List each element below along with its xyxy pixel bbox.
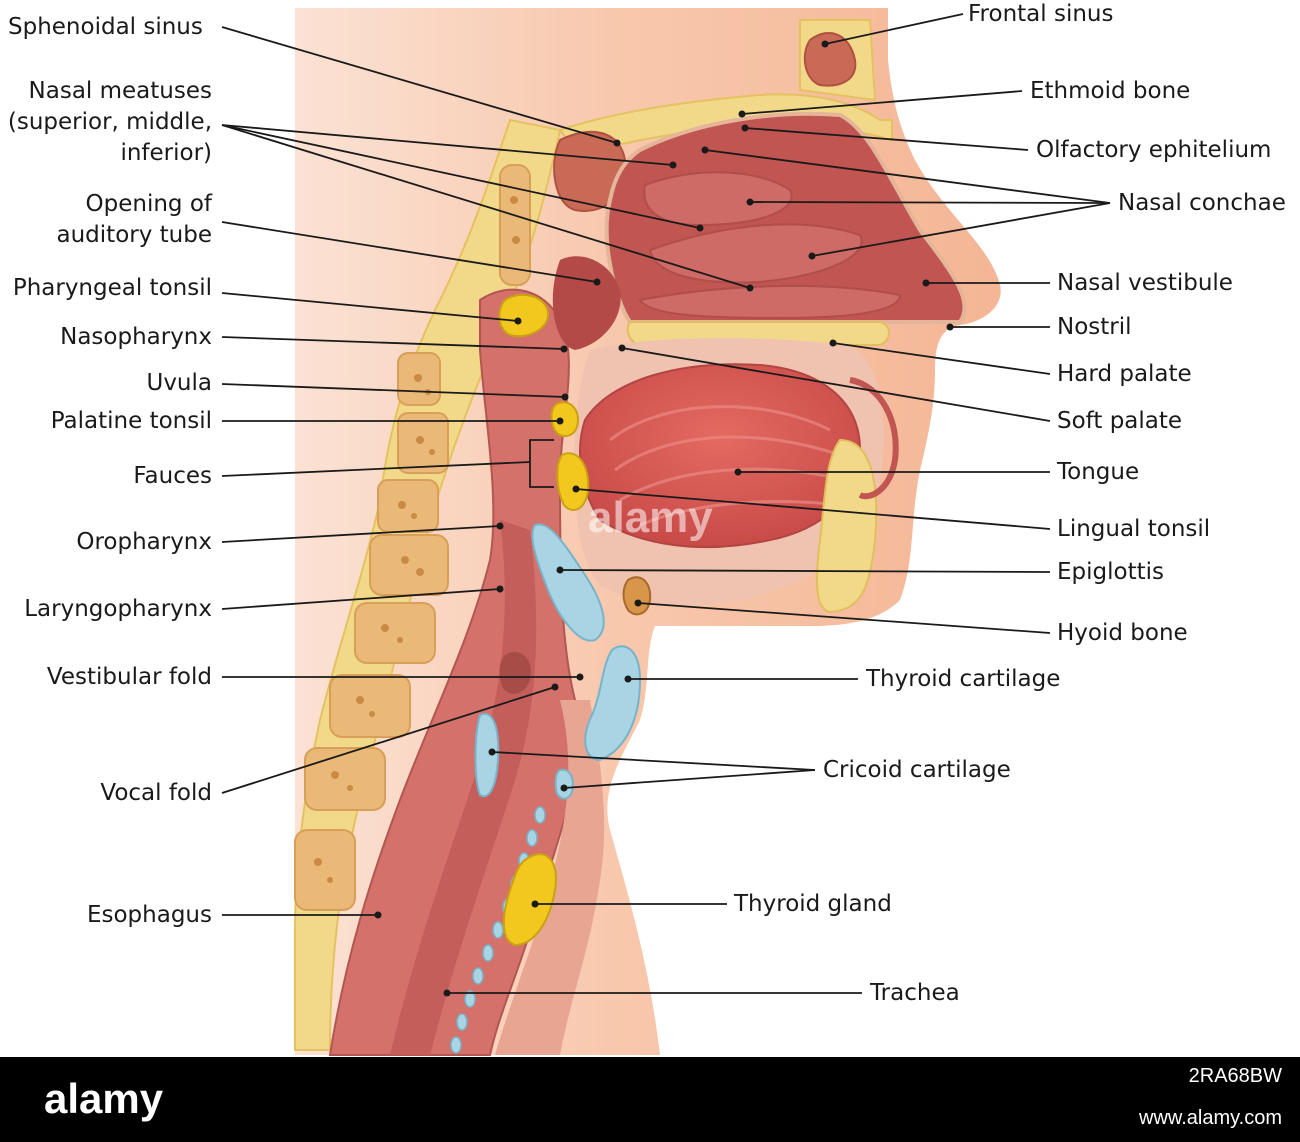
nasal-concha-middle — [648, 223, 863, 284]
label-opening-auditory-tube: Opening of auditory tube — [0, 189, 212, 251]
label-laryngopharynx: Laryngopharynx — [24, 596, 212, 622]
jaw-bone — [816, 438, 878, 614]
label-thyroid-cartilage: Thyroid cartilage — [866, 666, 1061, 692]
hyoid-shape — [622, 576, 652, 616]
label-olfactory-ephitelium: Olfactory ephitelium — [1036, 137, 1272, 163]
image-id: 2RA68BW — [1188, 1065, 1282, 1087]
label-nasal-conchae: Nasal conchae — [1118, 190, 1286, 216]
esophagus-inner — [390, 520, 537, 1055]
label-nasal-vestibule: Nasal vestibule — [1057, 270, 1233, 296]
label-epiglottis: Epiglottis — [1057, 559, 1164, 585]
label-lingual-tonsil: Lingual tonsil — [1057, 516, 1211, 542]
epiglottis-shape — [531, 523, 605, 642]
label-oropharynx: Oropharynx — [76, 529, 212, 555]
label-esophagus: Esophagus — [86, 902, 212, 928]
cricoid-cartilage-front — [554, 768, 574, 800]
stock-footer-bar: alamy 2RA68BW www.alamy.com — [0, 1057, 1300, 1142]
label-hard-palate: Hard palate — [1057, 361, 1192, 387]
label-nasal-meatuses-line3: inferior) — [120, 140, 212, 166]
svg-text:alamy: alamy — [588, 493, 713, 542]
label-vocal-fold: Vocal fold — [100, 780, 212, 806]
nasopharynx-shape — [552, 256, 621, 350]
head-neck-sagittal-section — [221, 8, 1111, 1056]
label-cricoid-cartilage: Cricoid cartilage — [823, 757, 1011, 783]
label-palatine-tonsil: Palatine tonsil — [50, 408, 212, 434]
vertebrae — [294, 164, 531, 911]
tongue-striations — [609, 405, 846, 527]
label-fauces: Fauces — [133, 463, 212, 489]
lower-lip — [849, 377, 899, 500]
label-uvula: Uvula — [146, 370, 212, 396]
label-opening-auditory-tube-line2: auditory tube — [56, 222, 212, 248]
alamy-logo: alamy — [44, 1075, 164, 1122]
label-hyoid-bone: Hyoid bone — [1057, 620, 1188, 646]
svg-text:alamy: alamy — [44, 1075, 164, 1122]
trachea-tube — [495, 700, 605, 1055]
label-nostril: Nostril — [1057, 314, 1132, 340]
label-nasopharynx: Nasopharynx — [60, 324, 212, 350]
label-nasal-meatuses-line2: (superior, middle, — [7, 109, 212, 135]
bone-pores — [314, 196, 520, 883]
label-nasal-meatuses: Nasal meatuses (superior, middle, inferi… — [0, 76, 212, 169]
label-opening-auditory-tube-line1: Opening of — [85, 191, 212, 217]
label-sphenoidal-sinus: Sphenoidal sinus — [8, 14, 203, 40]
label-tongue: Tongue — [1057, 459, 1140, 485]
frontal-sinus-shape — [803, 31, 857, 87]
label-pharyngeal-tonsil: Pharyngeal tonsil — [12, 275, 212, 301]
leader-dots — [374, 40, 954, 997]
alamy-watermark-logo: alamy — [588, 493, 713, 542]
label-nasal-meatuses-line1: Nasal meatuses — [28, 78, 212, 104]
label-soft-palate: Soft palate — [1057, 408, 1183, 434]
nasal-concha-superior — [643, 171, 793, 227]
label-trachea: Trachea — [870, 980, 960, 1006]
vestibular-fold-shape — [499, 651, 531, 694]
palatine-tonsil-shape — [550, 401, 580, 438]
label-frontal-sinus: Frontal sinus — [968, 1, 1114, 27]
label-ethmoid-bone: Ethmoid bone — [1030, 78, 1191, 104]
cricoid-cartilage-shape — [474, 712, 500, 798]
label-vestibular-fold: Vestibular fold — [46, 664, 212, 690]
lingual-tonsil-shape — [556, 452, 590, 511]
thyroid-gland-shape — [502, 853, 557, 947]
footer-url: www.alamy.com — [1139, 1107, 1282, 1129]
leader-lines — [221, 13, 1111, 994]
label-thyroid-gland: Thyroid gland — [734, 891, 892, 917]
